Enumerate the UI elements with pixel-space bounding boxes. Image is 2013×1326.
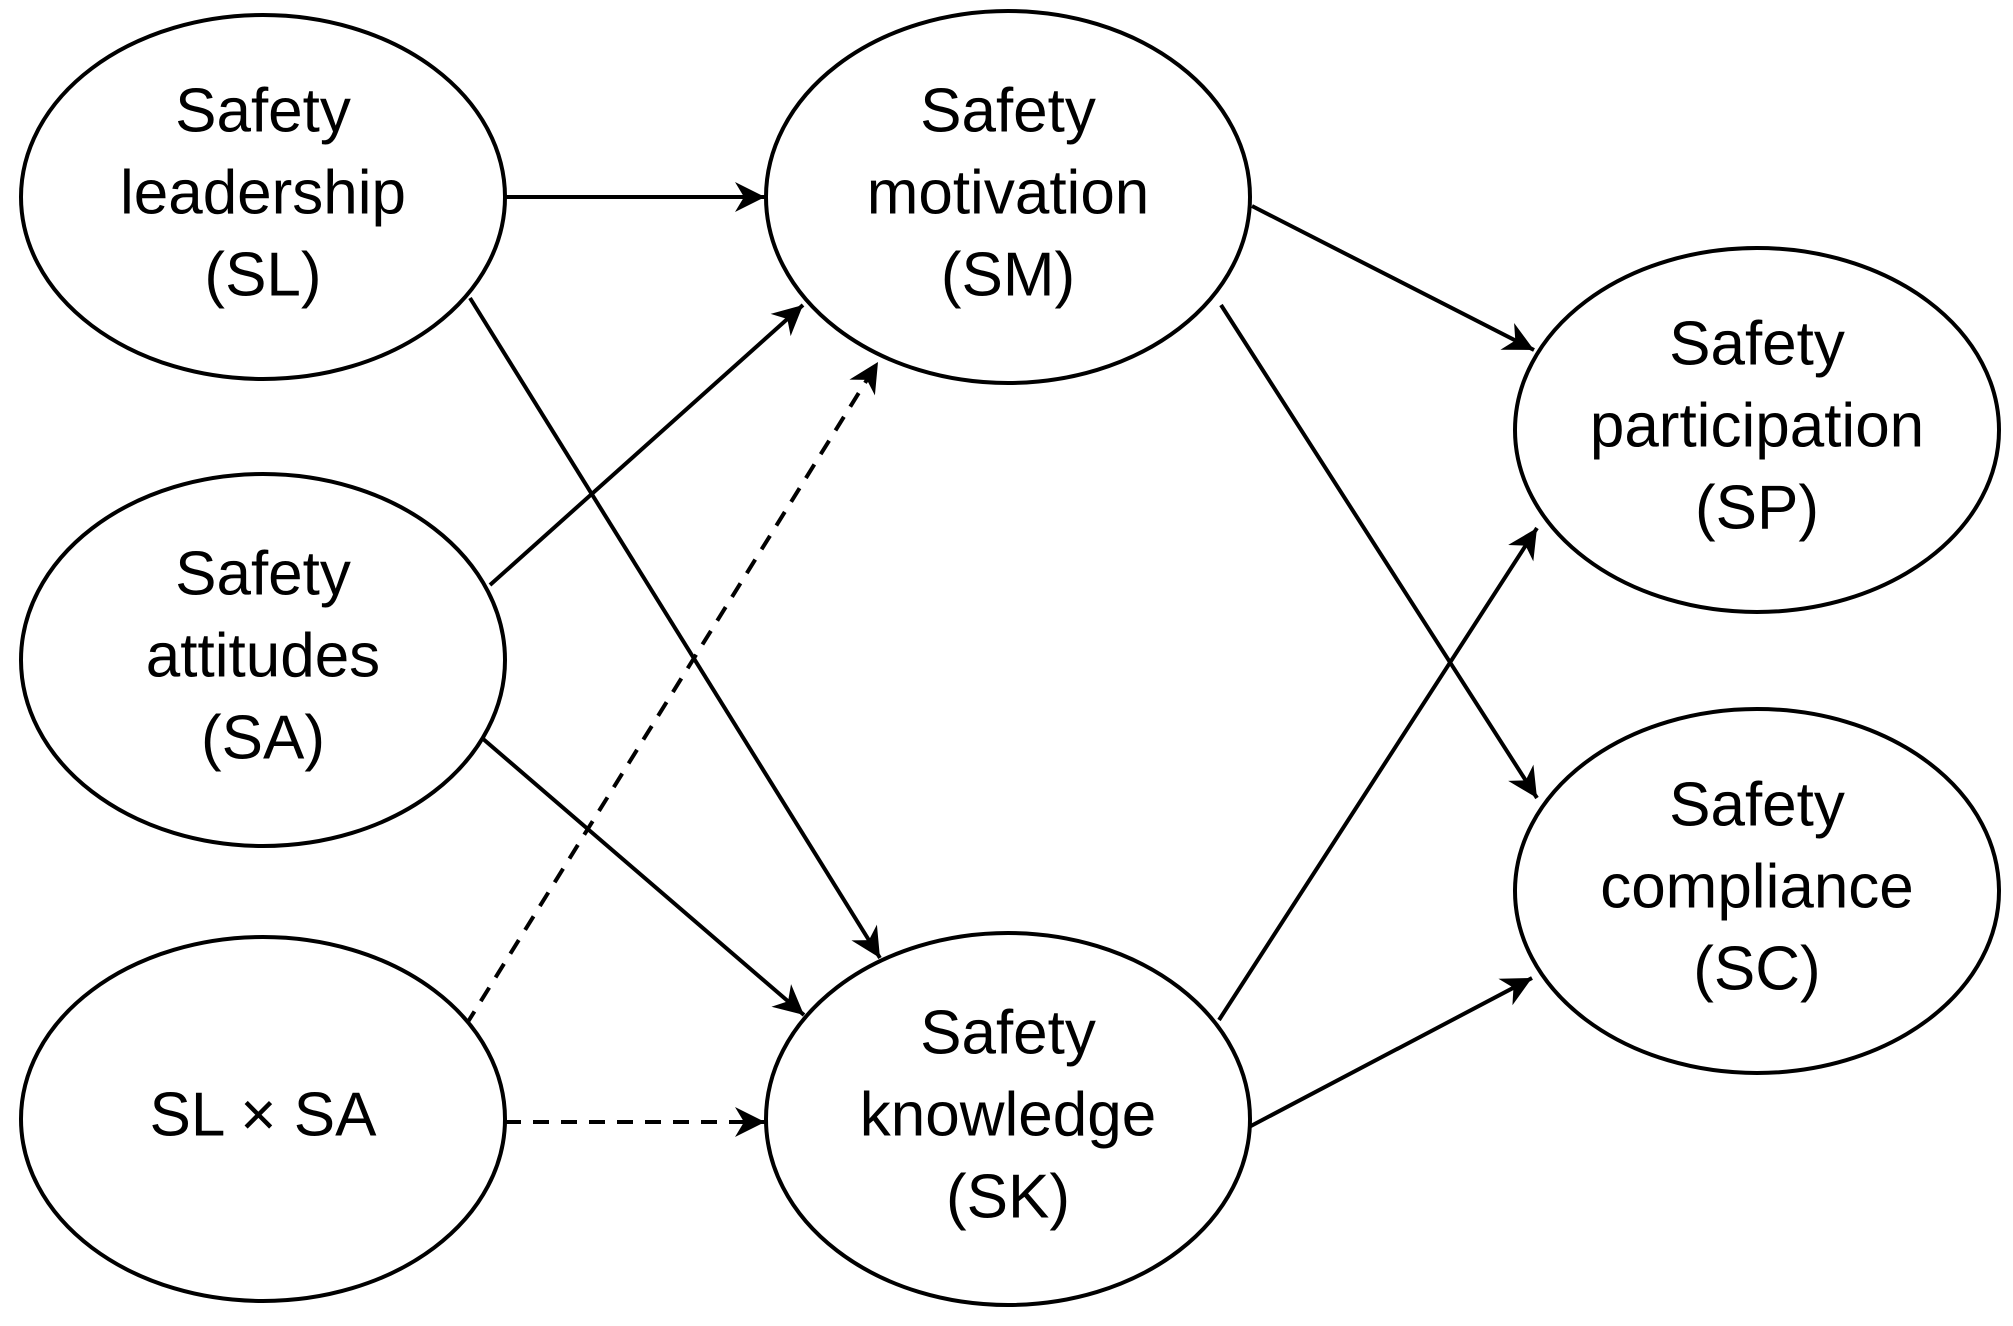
node-sp-label-line: Safety bbox=[1669, 309, 1845, 378]
node-sp-label-line: (SP) bbox=[1695, 473, 1819, 542]
node-sa-label-line: attitudes bbox=[146, 621, 380, 690]
node-sp: Safety participation (SP) bbox=[1513, 246, 2001, 614]
node-sm: Safety motivation (SM) bbox=[764, 9, 1252, 385]
arrow-sk-sp bbox=[1217, 526, 1539, 1022]
node-sa: Safety attitudes (SA) bbox=[19, 472, 507, 848]
node-sl-label-line: Safety bbox=[175, 76, 351, 145]
arrow-sm-sp bbox=[1251, 204, 1535, 352]
arrow-sa-sm bbox=[488, 303, 805, 587]
node-sm-ellipse bbox=[764, 9, 1252, 385]
node-sk-label-line: knowledge bbox=[860, 1080, 1156, 1149]
node-slxsa-label-line: SL × SA bbox=[150, 1080, 378, 1149]
nodes-layer: Safetyleadership(SL)Safetyattitudes(SA)S… bbox=[19, 9, 2001, 1307]
node-sk-label-line: Safety bbox=[920, 998, 1096, 1067]
arrow-sm-sc bbox=[1219, 303, 1539, 800]
arrow-slxsa-sm bbox=[464, 360, 880, 1027]
node-sk-ellipse bbox=[764, 931, 1252, 1307]
node-sa-label-line: (SA) bbox=[201, 703, 325, 772]
node-sl: Safety leadership (SL) bbox=[19, 13, 507, 381]
node-sa-ellipse bbox=[19, 472, 507, 848]
node-sc-label-line: Safety bbox=[1669, 770, 1845, 839]
arrow-sk-sc bbox=[1248, 976, 1533, 1129]
node-sm-label-line: motivation bbox=[867, 158, 1150, 227]
node-sm-label-line: (SM) bbox=[941, 240, 1075, 309]
node-sc: Safety compliance (SC) bbox=[1513, 707, 2001, 1075]
node-sm-label-line: Safety bbox=[920, 76, 1096, 145]
node-sc-label-line: compliance bbox=[1600, 852, 1914, 921]
node-sc-ellipse bbox=[1513, 707, 2001, 1075]
node-sl-ellipse bbox=[19, 13, 507, 381]
node-slxsa: SL × SA bbox=[19, 935, 507, 1303]
node-sk: Safety knowledge (SK) bbox=[764, 931, 1252, 1307]
node-sl-label-line: (SL) bbox=[204, 240, 321, 309]
node-sp-label-line: participation bbox=[1590, 391, 1924, 460]
node-sc-label-line: (SC) bbox=[1693, 934, 1820, 1003]
node-sp-ellipse bbox=[1513, 246, 2001, 614]
node-sa-label-line: Safety bbox=[175, 539, 351, 608]
arrow-sl-sk bbox=[468, 296, 882, 960]
node-slxsa-ellipse bbox=[19, 935, 507, 1303]
arrow-sa-sk bbox=[480, 736, 806, 1017]
node-sk-label-line: (SK) bbox=[946, 1162, 1070, 1231]
edges-layer bbox=[464, 182, 1539, 1137]
node-sl-label-line: leadership bbox=[120, 158, 406, 227]
